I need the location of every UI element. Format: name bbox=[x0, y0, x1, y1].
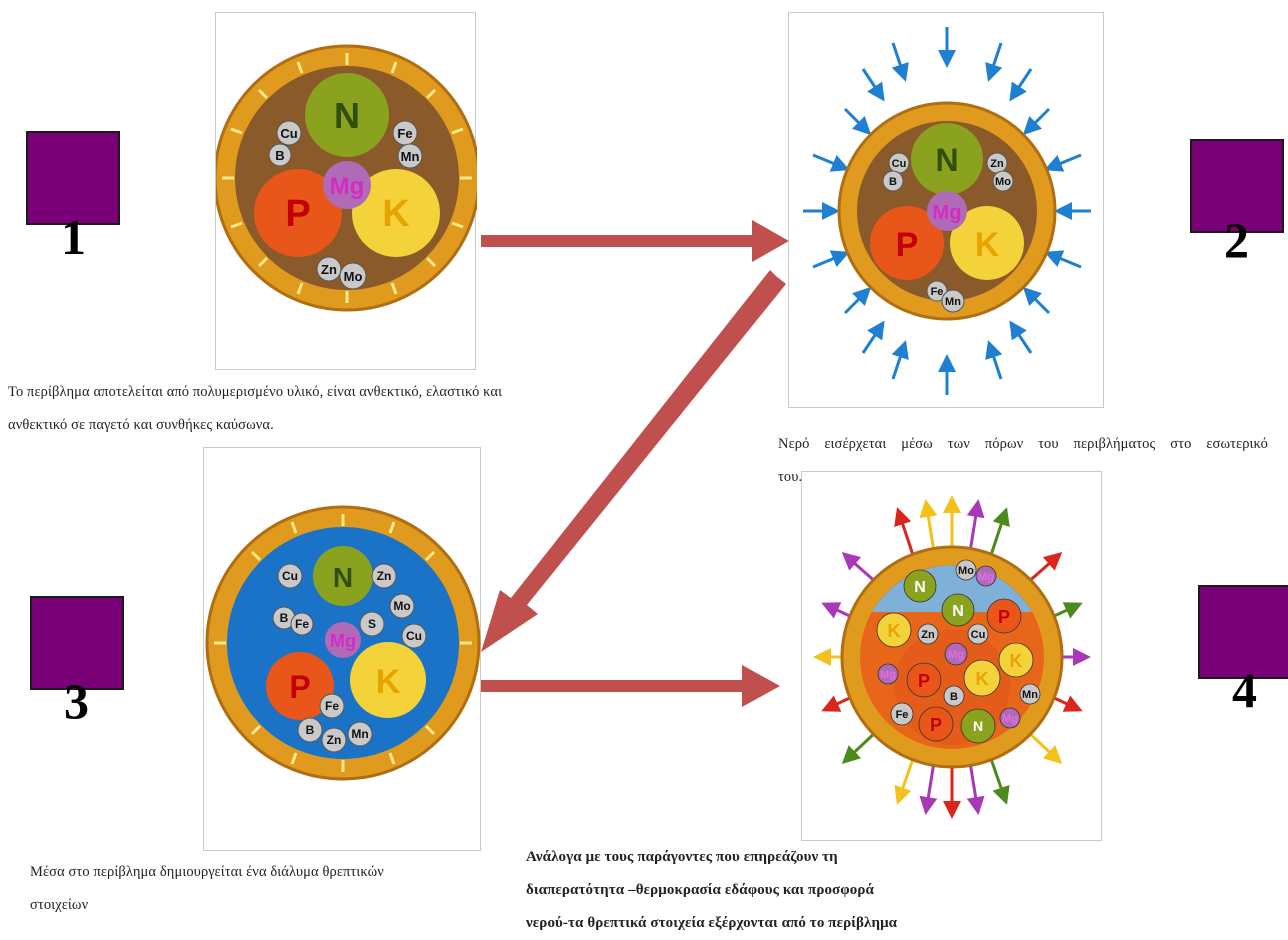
svg-text:Mn: Mn bbox=[351, 727, 368, 741]
svg-text:P: P bbox=[289, 669, 310, 705]
svg-text:P: P bbox=[918, 671, 930, 691]
svg-text:Zn: Zn bbox=[321, 262, 337, 277]
granule-4-panel: Mo Mg N N P K Zn Cu Mg Mg P K K Mn B Fe … bbox=[801, 471, 1102, 841]
svg-text:Mg: Mg bbox=[1002, 713, 1018, 725]
svg-text:B: B bbox=[889, 176, 897, 188]
svg-text:Mg: Mg bbox=[948, 649, 964, 661]
granule-2-illustration: N P K Mg Cu B Zn Mo Fe Mn bbox=[789, 13, 1105, 409]
caption-step-1-line-2: ανθεκτικό σε παγετό και συνθήκες καύσωνα… bbox=[8, 409, 588, 442]
caption-step-4: Ανάλογα με τους παράγοντες που επηρεάζου… bbox=[526, 841, 946, 940]
granule-1-panel: N P K Mg Cu B Fe Mn Zn Mo bbox=[215, 12, 476, 370]
svg-text:K: K bbox=[888, 621, 901, 641]
svg-text:Cu: Cu bbox=[971, 629, 986, 641]
svg-text:Cu: Cu bbox=[892, 158, 907, 170]
caption-step-3: Μέσα στο περίβλημα δημιουργείται ένα διά… bbox=[30, 856, 490, 922]
svg-text:Fe: Fe bbox=[397, 126, 412, 141]
svg-text:B: B bbox=[275, 148, 284, 163]
svg-text:Zn: Zn bbox=[990, 158, 1004, 170]
arrow-1-to-2 bbox=[481, 220, 789, 262]
granule-1-label-mg: Mg bbox=[330, 173, 365, 200]
svg-text:Zn: Zn bbox=[921, 629, 935, 641]
svg-text:N: N bbox=[935, 142, 958, 178]
arrow-3-to-4 bbox=[481, 665, 780, 707]
svg-text:N: N bbox=[952, 603, 964, 620]
svg-text:Fe: Fe bbox=[931, 286, 944, 298]
caption-step-2-line-2: του. bbox=[778, 461, 1268, 494]
svg-text:Cu: Cu bbox=[282, 569, 298, 583]
granule-3-illustration: N P K Mg Cu B Fe Zn Mo S Cu Fe B Zn Mn bbox=[204, 448, 482, 852]
caption-step-1-line-1: Το περίβλημα αποτελείται από πολυμερισμέ… bbox=[8, 376, 588, 409]
caption-step-2: Νερό εισέρχεται μέσω των πόρων του περιβ… bbox=[778, 428, 1268, 494]
svg-text:K: K bbox=[1010, 651, 1023, 671]
granule-1-label-k: K bbox=[382, 193, 410, 235]
svg-text:B: B bbox=[950, 691, 958, 703]
caption-step-2-line-1: Νερό εισέρχεται μέσω των πόρων του περιβ… bbox=[778, 428, 1268, 461]
svg-text:Fe: Fe bbox=[896, 709, 909, 721]
svg-text:Fe: Fe bbox=[295, 617, 309, 631]
svg-text:S: S bbox=[368, 617, 376, 631]
svg-text:Zn: Zn bbox=[377, 569, 392, 583]
svg-text:B: B bbox=[306, 723, 315, 737]
svg-text:Cu: Cu bbox=[406, 629, 422, 643]
granule-4-illustration: Mo Mg N N P K Zn Cu Mg Mg P K K Mn B Fe … bbox=[802, 472, 1103, 842]
svg-text:N: N bbox=[914, 579, 926, 596]
svg-text:Mn: Mn bbox=[945, 296, 961, 308]
svg-text:P: P bbox=[896, 226, 919, 264]
svg-text:Mo: Mo bbox=[995, 176, 1011, 188]
svg-text:B: B bbox=[280, 611, 289, 625]
granule-3-panel: N P K Mg Cu B Fe Zn Mo S Cu Fe B Zn Mn bbox=[203, 447, 481, 851]
svg-text:K: K bbox=[975, 226, 1000, 264]
caption-step-1: Το περίβλημα αποτελείται από πολυμερισμέ… bbox=[8, 376, 588, 442]
svg-text:Mg: Mg bbox=[933, 202, 962, 224]
svg-text:Fe: Fe bbox=[325, 699, 339, 713]
svg-text:Mg: Mg bbox=[978, 571, 994, 583]
svg-text:Mn: Mn bbox=[1022, 689, 1038, 701]
svg-text:P: P bbox=[930, 715, 942, 735]
svg-text:K: K bbox=[976, 669, 989, 689]
caption-step-3-line-1: Μέσα στο περίβλημα δημιουργείται ένα διά… bbox=[30, 856, 490, 889]
svg-text:N: N bbox=[333, 562, 353, 593]
svg-text:Mg: Mg bbox=[330, 631, 356, 651]
caption-step-4-line-1: Ανάλογα με τους παράγοντες που επηρεάζου… bbox=[526, 841, 946, 874]
granule-1-label-n: N bbox=[334, 95, 360, 136]
svg-text:Mo: Mo bbox=[393, 599, 410, 613]
caption-step-4-line-2: διαπερατότητα –θερμοκρασία εδάφους και π… bbox=[526, 874, 946, 907]
caption-step-4-line-3: νερού-τα θρεπτικά στοιχεία εξέρχονται απ… bbox=[526, 907, 946, 940]
svg-text:K: K bbox=[376, 663, 401, 701]
svg-text:N: N bbox=[973, 718, 983, 734]
svg-text:Mo: Mo bbox=[958, 565, 974, 577]
caption-step-3-line-2: στοιχείων bbox=[30, 889, 490, 922]
svg-text:P: P bbox=[998, 607, 1010, 627]
svg-text:Cu: Cu bbox=[280, 126, 297, 141]
svg-text:Mn: Mn bbox=[401, 149, 420, 164]
granule-1-illustration: N P K Mg Cu B Fe Mn Zn Mo bbox=[216, 13, 477, 371]
arrow-2-to-3 bbox=[481, 270, 786, 652]
granule-2-panel: N P K Mg Cu B Zn Mo Fe Mn bbox=[788, 12, 1104, 408]
svg-text:Mo: Mo bbox=[344, 269, 363, 284]
svg-text:Zn: Zn bbox=[327, 733, 342, 747]
svg-text:Mg: Mg bbox=[880, 669, 896, 681]
granule-1-label-p: P bbox=[285, 193, 310, 235]
